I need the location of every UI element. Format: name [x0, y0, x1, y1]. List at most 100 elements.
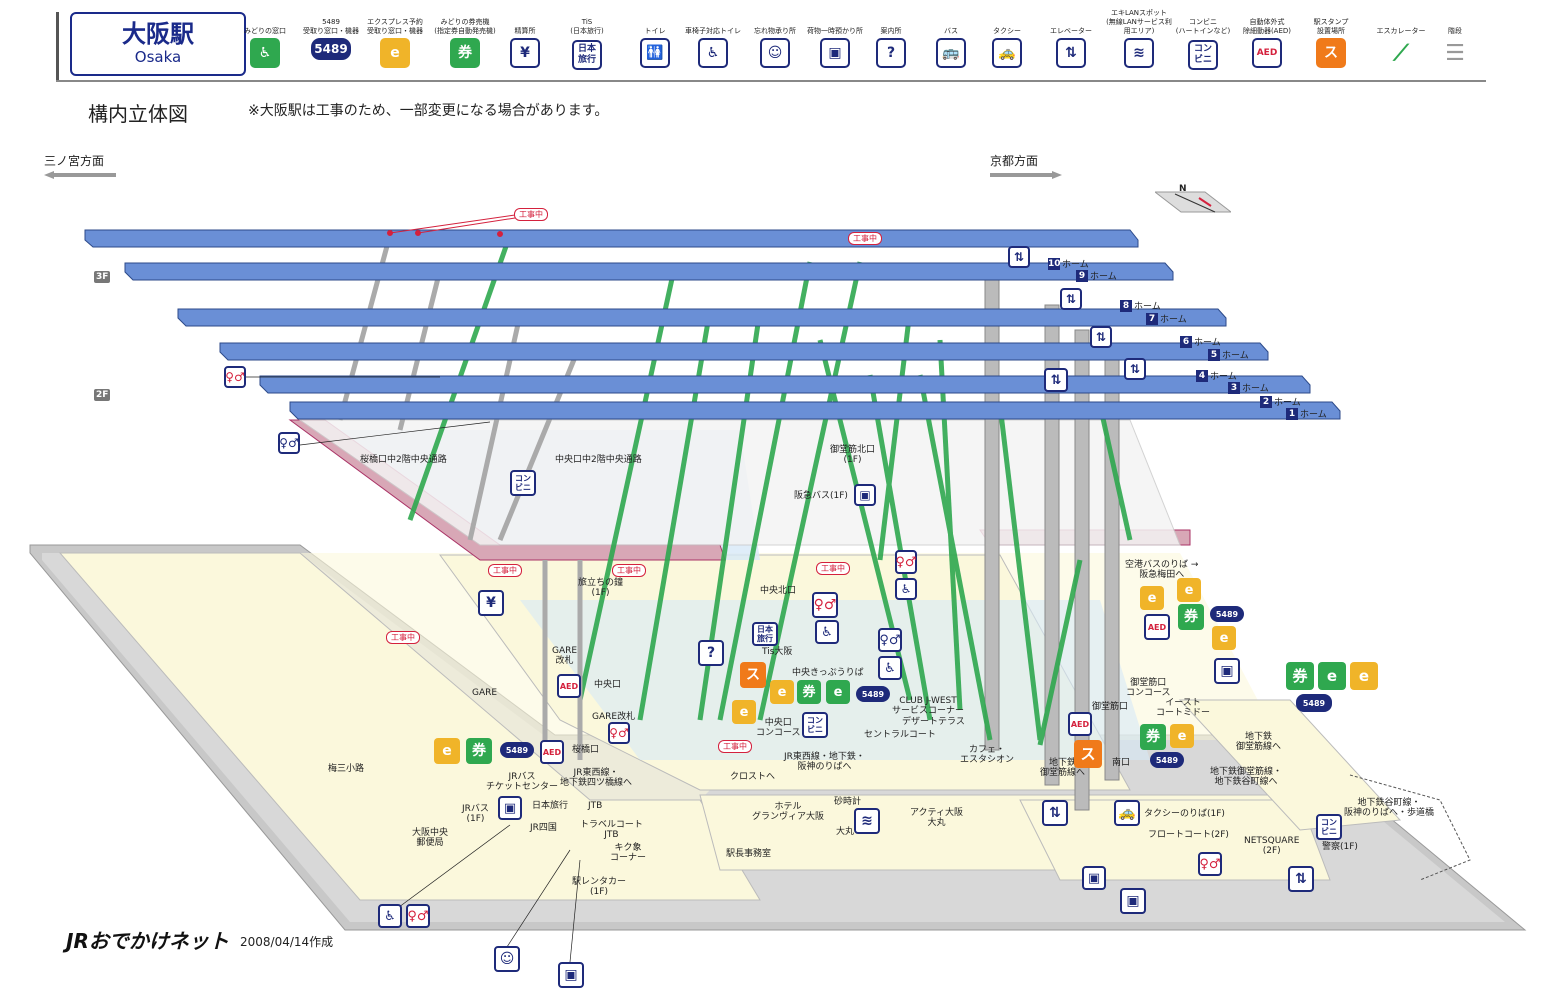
label-dessert: デザートテラス — [902, 717, 965, 727]
page-title: 構内立体図 — [88, 102, 188, 126]
station-name: 大阪駅 — [122, 20, 194, 48]
fare-adjust-icon: ¥ — [510, 38, 540, 68]
toilet-icon: ♀♂ — [224, 366, 246, 388]
wheelchair-toilet-icon: ♿ — [878, 656, 902, 680]
label-float-court: フロートコート(2F) — [1148, 830, 1229, 840]
label-chuo-2f: 中央口中2階中央通路 — [555, 455, 642, 465]
aed-icon: AED — [557, 674, 581, 698]
label-midosuji-guchi: 御堂筋口 — [1092, 702, 1129, 712]
tis-icon: 日本 旅行 — [572, 40, 602, 70]
direction-west-label: 三ノ宮方面 — [44, 154, 105, 168]
convenience-icon: コン ビニ — [510, 470, 536, 496]
bus-icon: ▣ — [1082, 866, 1106, 890]
escalator-icon: ⟋ — [1386, 38, 1416, 68]
elevator-icon: ⇅ — [1124, 358, 1146, 380]
legend-item: 案内所? — [856, 16, 926, 68]
tis-icon: 日本 旅行 — [752, 622, 778, 646]
express-icon: e — [380, 38, 410, 68]
label-central-court: セントラルコート — [864, 730, 936, 740]
legend-label: TiS (日本旅行) — [570, 18, 604, 35]
legend-label: みどりの窓口 — [244, 27, 286, 35]
legend-item: タクシー🚕 — [972, 16, 1042, 68]
5489-icon: 5489 — [1296, 694, 1332, 712]
label-umesan: 梅三小路 — [328, 764, 365, 774]
legend-item: エスカレーター⟋ — [1366, 16, 1436, 68]
legend-item: 駅スタンプ 設置場所ス — [1296, 16, 1366, 68]
label-east-court: イースト コートミドー — [1156, 698, 1211, 718]
legend-item: 荷物一時預かり所▣ — [800, 16, 870, 68]
bus-icon: ▣ — [1214, 658, 1240, 684]
convenience-icon: コン ビニ — [802, 712, 828, 738]
toilet-icon: ♀♂ — [812, 592, 838, 618]
legend-label: バス — [944, 27, 958, 35]
label-active: アクティ大阪 大丸 — [910, 808, 964, 828]
label-post: 大阪中央 郵便局 — [412, 828, 449, 848]
legend-label: エレベーター — [1050, 27, 1092, 35]
elevator-icon: ⇅ — [1056, 38, 1086, 68]
label-jr-bus-1f: JRバス (1F) — [462, 804, 489, 824]
legend-label: 車椅子対応トイレ — [685, 27, 741, 35]
label-gare-kaisatsu2: GARE改札 — [592, 712, 636, 722]
legend-label: 案内所 — [880, 27, 902, 35]
aed-icon: AED — [1144, 614, 1170, 640]
compass-north: N — [1179, 184, 1187, 194]
construction-tag: 工事中 — [816, 562, 850, 575]
stamp-icon: ス — [1316, 38, 1346, 68]
creation-date: 2008/04/14作成 — [240, 935, 334, 949]
label-jr-shikoku: JR四国 — [530, 823, 557, 833]
direction-east: 京都方面 — [990, 152, 1062, 179]
legend-label: みどりの券売機 (指定券自動発売機) — [434, 18, 496, 35]
label-chuo-north: 中央北口 — [760, 586, 797, 596]
station-name-en: Osaka — [134, 48, 182, 66]
legend-item: バス🚌 — [916, 16, 986, 68]
construction-tag: 工事中 — [514, 208, 548, 221]
lost-found-icon: ☺ — [494, 946, 520, 972]
legend-item: みどりの窓口♿ — [230, 16, 300, 68]
express-icon: e — [1170, 724, 1194, 748]
label-sunadokei: 砂時計 — [834, 797, 862, 807]
label-chuo-kippu: 中央きっぷうりば — [792, 668, 864, 678]
lan-icon: ≋ — [1124, 38, 1154, 68]
legend-label: 5489 受取り窓口・機器 — [303, 18, 359, 35]
label-minami: 南口 — [1112, 758, 1131, 768]
label-jtb: JTB — [588, 801, 603, 811]
legend-item: 自動体外式 除細動器(AED)AED — [1232, 16, 1302, 68]
construction-notice: ※大阪駅は工事のため、一部変更になる場合があります。 — [248, 103, 609, 119]
aed-icon: AED — [540, 740, 564, 764]
legend-label: 階段 — [1448, 27, 1462, 35]
label-kikusho: キク象 コーナー — [610, 843, 647, 863]
label-subway-midosuji: 地下鉄 御堂筋線へ — [1040, 758, 1086, 778]
toilet-icon: 🚻 — [640, 38, 670, 68]
wheelchair-toilet-icon: ♿ — [698, 38, 728, 68]
label-rental: 駅レンタカー (1F) — [572, 877, 627, 897]
express-icon: e — [770, 680, 794, 704]
5489-icon: 5489 — [311, 38, 351, 60]
elevator-icon: ⇅ — [1288, 866, 1314, 892]
label-chuo-concourse: 中央口 コンコース — [756, 718, 801, 738]
5489-icon: 5489 — [500, 742, 534, 758]
label-tis-osaka: Tis大阪 — [762, 647, 793, 657]
express-icon: e — [732, 700, 756, 724]
ticket-machine-icon: 券 — [466, 738, 492, 764]
legend-item: 精算所¥ — [490, 16, 560, 68]
ticket-machine-icon: 券 — [450, 38, 480, 68]
toilet-icon: ♀♂ — [895, 550, 917, 574]
elevator-icon: ⇅ — [1008, 246, 1030, 268]
label-stationmaster: 駅長事務室 — [726, 849, 772, 859]
baggage-icon: ▣ — [558, 962, 584, 988]
legend-item: エレベーター ⇅ — [1036, 16, 1106, 68]
label-jr-tozai: JR東西線・ 地下鉄四ツ橋線へ — [560, 768, 633, 788]
floor-2f: 2F — [94, 389, 111, 401]
ticket-machine-icon: 券 — [1178, 604, 1204, 630]
floor-3f: 3F — [94, 271, 111, 283]
header-frame-bottom — [56, 80, 1486, 82]
label-midosuji-concourse: 御堂筋口 コンコース — [1126, 678, 1171, 698]
label-sakurabashi-2f: 桜橋口中2階中央通路 — [360, 455, 447, 465]
wheelchair-toilet-icon: ♿ — [895, 578, 917, 600]
construction-tag: 工事中 — [718, 740, 752, 753]
express-icon: e — [1212, 626, 1236, 650]
